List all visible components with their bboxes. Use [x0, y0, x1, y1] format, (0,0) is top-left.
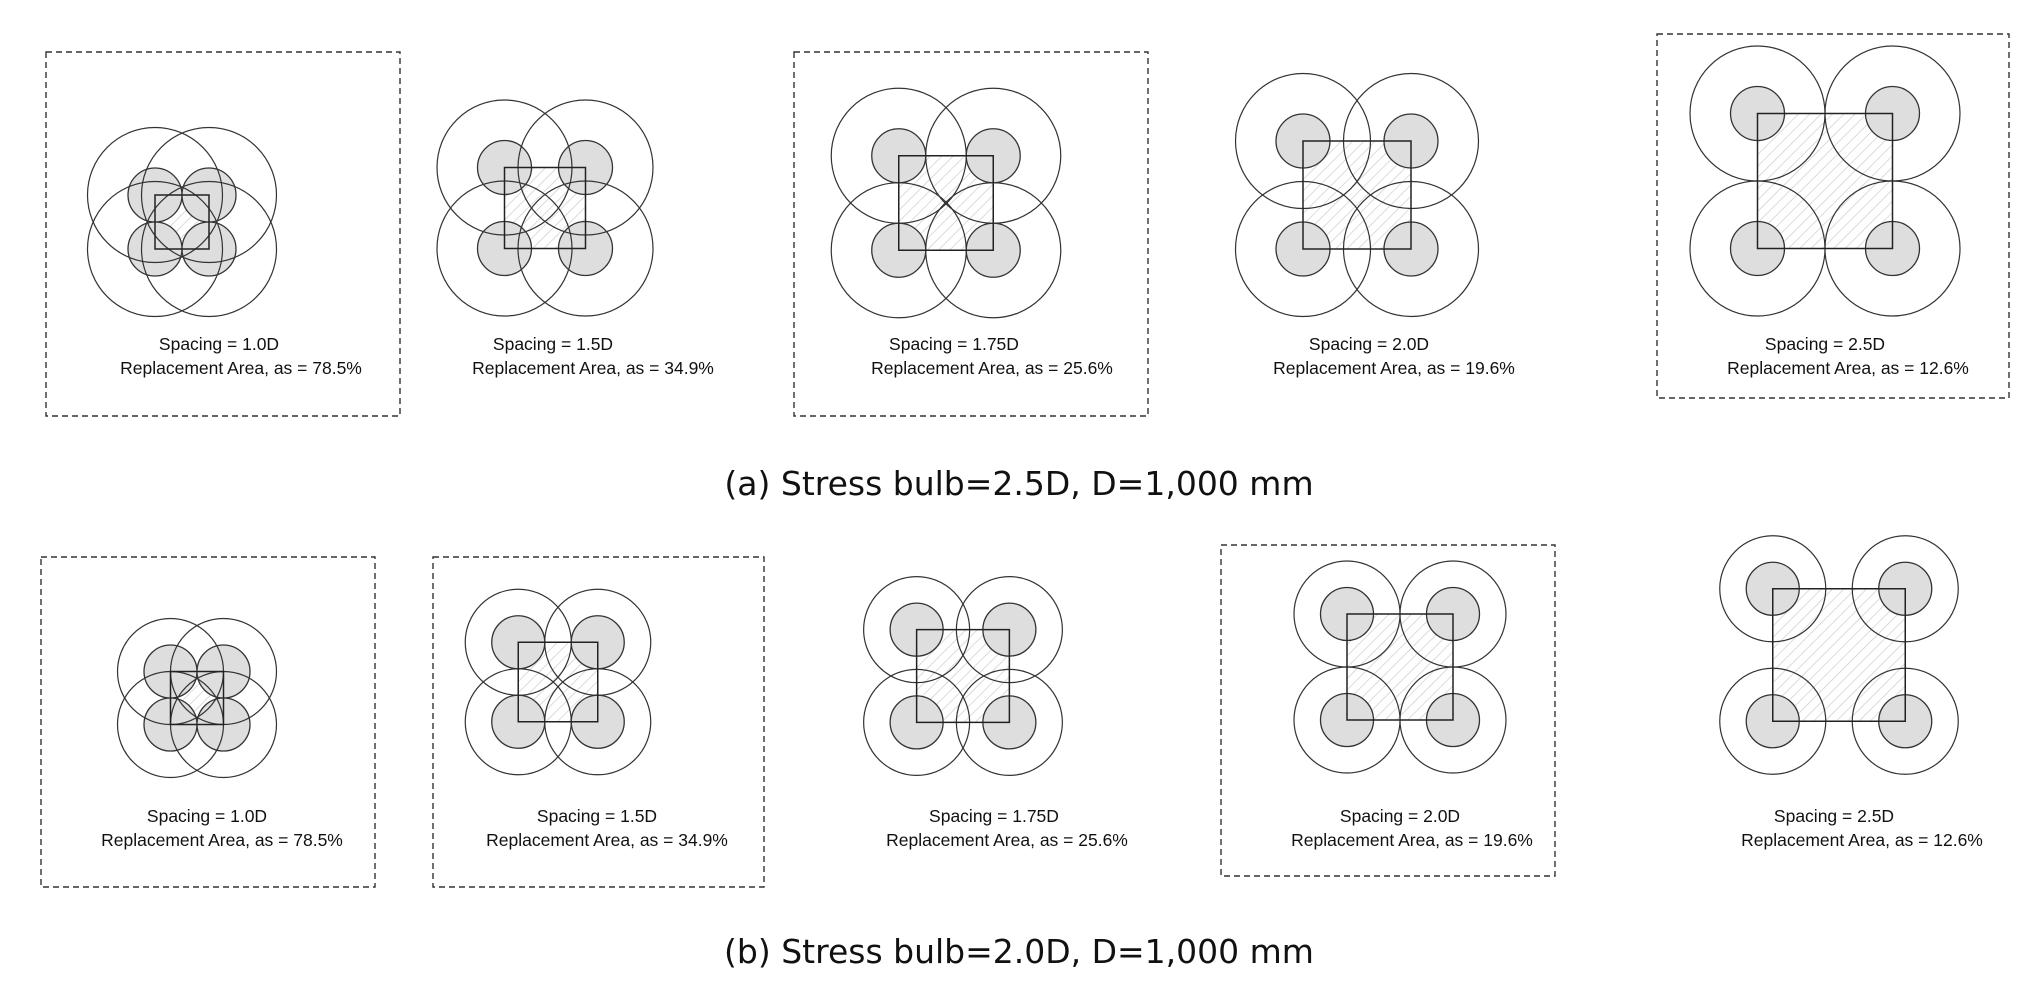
highlight-frame	[793, 51, 1149, 417]
area-label: Replacement Area, as = 19.6%	[1291, 830, 1533, 850]
stress-bulb-circle	[86, 180, 224, 318]
spacing-label: Spacing = 2.0D	[1309, 334, 1429, 354]
area-label: Replacement Area, as = 12.6%	[1727, 358, 1969, 378]
spacing-label: Spacing = 2.5D	[1765, 334, 1885, 354]
unit-cell-square	[517, 641, 599, 723]
area-label: Replacement Area, as = 78.5%	[101, 830, 343, 850]
row-caption: (a) Stress bulb=2.5D, D=1,000 mm	[724, 464, 1313, 503]
panel-b4: Spacing = 2.0D Replacement Area, as = 19…	[1220, 544, 1556, 877]
spacing-label: Spacing = 1.75D	[929, 806, 1059, 826]
unit-cell-square	[503, 166, 587, 250]
stress-bulb-circle	[140, 126, 278, 264]
column-layout	[1689, 45, 1961, 317]
unit-cell-square	[1756, 112, 1894, 250]
unit-cell-square	[898, 155, 994, 251]
highlight-frame	[432, 556, 765, 888]
area-label: Replacement Area, as = 25.6%	[886, 830, 1128, 850]
row-caption: (b) Stress bulb=2.0D, D=1,000 mm	[724, 932, 1314, 971]
highlight-frame	[45, 51, 401, 417]
panel-a2: Spacing = 1.5D Replacement Area, as = 34…	[436, 99, 714, 378]
unit-cell-square	[154, 194, 210, 250]
spacing-label: Spacing = 1.5D	[537, 806, 657, 826]
highlight-frame	[40, 556, 376, 888]
replacement-area-hatch	[1757, 113, 1893, 249]
spacing-label: Spacing = 1.5D	[493, 334, 613, 354]
spacing-label: Spacing = 1.0D	[147, 806, 267, 826]
area-label: Replacement Area, as = 78.5%	[120, 358, 362, 378]
panel-a1: Spacing = 1.0D Replacement Area, as = 78…	[45, 51, 401, 417]
area-label: Replacement Area, as = 34.9%	[472, 358, 714, 378]
column-layout	[86, 126, 278, 318]
column-layout	[1234, 72, 1480, 318]
stress-bulb-circle	[140, 180, 278, 318]
column-layout	[863, 576, 1063, 776]
column-layout	[830, 87, 1062, 319]
area-label: Replacement Area, as = 34.9%	[486, 830, 728, 850]
spacing-label: Spacing = 1.0D	[159, 334, 279, 354]
panel-b2: Spacing = 1.5D Replacement Area, as = 34…	[432, 556, 765, 888]
panel-a3: Spacing = 1.75D Replacement Area, as = 2…	[793, 51, 1149, 417]
column-layout	[116, 617, 278, 779]
column-layout	[436, 99, 654, 317]
highlight-frame	[1656, 33, 2010, 399]
column-layout	[1293, 560, 1507, 774]
spacing-label: Spacing = 1.75D	[889, 334, 1019, 354]
area-label: Replacement Area, as = 25.6%	[871, 358, 1113, 378]
highlight-frame	[1220, 544, 1556, 877]
panel-b3: Spacing = 1.75D Replacement Area, as = 2…	[863, 576, 1128, 850]
row-a: Spacing = 1.0D Replacement Area, as = 78…	[45, 33, 2010, 503]
column-layout	[464, 588, 652, 776]
unit-cell-square	[169, 670, 225, 726]
unit-cell-square	[1346, 613, 1454, 721]
panel-a4: Spacing = 2.0D Replacement Area, as = 19…	[1234, 72, 1515, 378]
stress-bulb-circle	[86, 126, 224, 264]
area-label: Replacement Area, as = 12.6%	[1741, 830, 1983, 850]
area-label: Replacement Area, as = 19.6%	[1273, 358, 1515, 378]
column-layout	[1719, 535, 1959, 775]
row-b: Spacing = 1.0D Replacement Area, as = 78…	[40, 535, 1983, 971]
panel-b5: Spacing = 2.5D Replacement Area, as = 12…	[1719, 535, 1983, 850]
unit-cell-square	[1302, 140, 1412, 250]
replacement-area-hatch	[1772, 588, 1906, 722]
panel-a5: Spacing = 2.5D Replacement Area, as = 12…	[1656, 33, 2010, 399]
panel-b1: Spacing = 1.0D Replacement Area, as = 78…	[40, 556, 376, 888]
spacing-label: Spacing = 2.5D	[1774, 806, 1894, 826]
spacing-label: Spacing = 2.0D	[1340, 806, 1460, 826]
unit-cell-square	[1772, 588, 1906, 722]
unit-cell-square	[915, 628, 1011, 724]
